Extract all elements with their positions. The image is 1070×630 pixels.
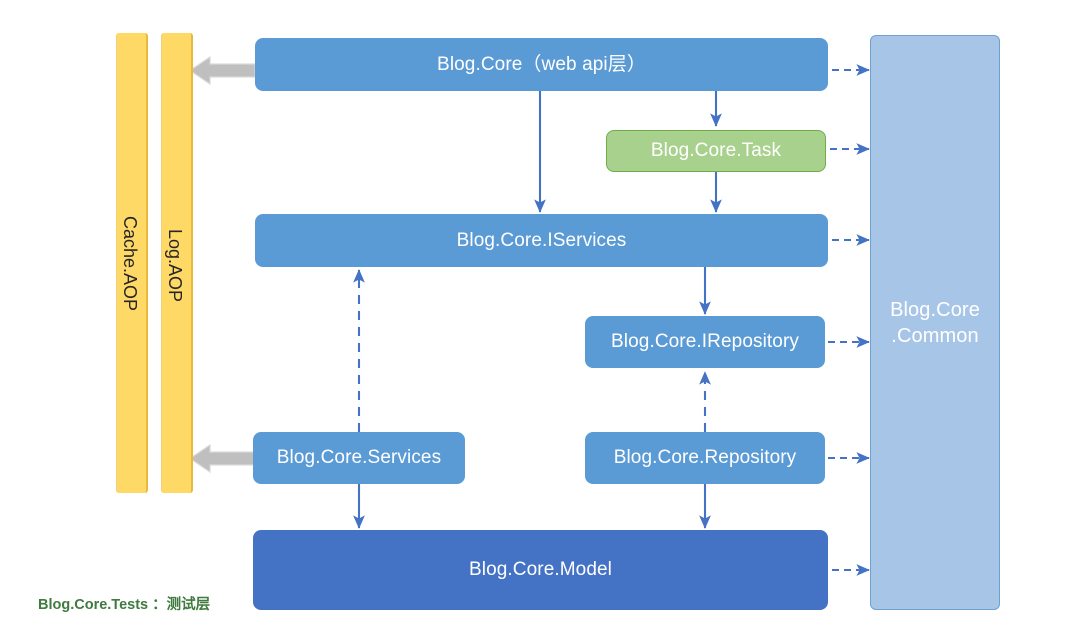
legend-line-tests: Blog.Core.Tests ：测试层 xyxy=(38,596,211,613)
log-aop-label: Log.AOP xyxy=(165,229,185,303)
gray-arrow-webapi-to-aop xyxy=(188,55,256,86)
node-blog-core-model[interactable]: Blog.Core.Model xyxy=(253,530,828,610)
gray-arrow-services-to-aop xyxy=(188,443,256,474)
node-blog-core-repository[interactable]: Blog.Core.Repository xyxy=(585,432,825,484)
cache-aop-label: Cache.AOP xyxy=(120,216,140,312)
cache-aop-bar xyxy=(116,33,148,493)
node-blog-core-task[interactable]: Blog.Core.Task xyxy=(606,130,826,172)
log-aop-bar xyxy=(161,33,193,493)
node-blog-core-iservices[interactable]: Blog.Core.IServices xyxy=(255,214,828,267)
common-label-line2: .Common xyxy=(891,324,979,347)
node-blog-core-webapi[interactable]: Blog.Core（web api层） xyxy=(255,38,828,91)
node-blog-core-irepository[interactable]: Blog.Core.IRepository xyxy=(585,316,825,368)
common-label-line1: Blog.Core xyxy=(890,298,980,321)
legend: Blog.Core.Tests ：测试层 Blog.Core.Frame：模板层 xyxy=(38,549,213,630)
node-blog-core-common[interactable]: Blog.Core .Common xyxy=(870,35,1000,610)
node-blog-core-services[interactable]: Blog.Core.Services xyxy=(253,432,465,484)
